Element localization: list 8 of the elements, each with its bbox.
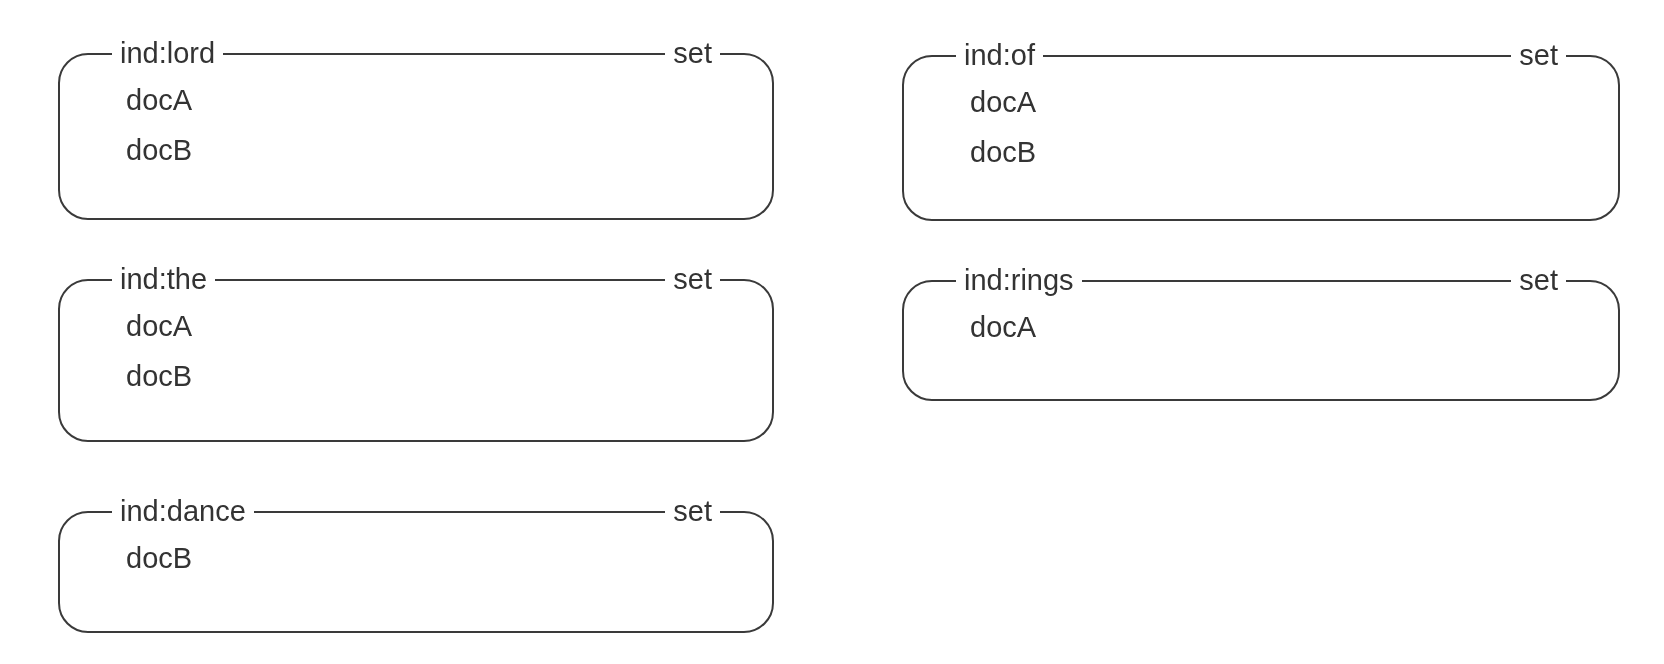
- document-id: docA: [970, 85, 1037, 119]
- document-id: docB: [126, 133, 193, 167]
- document-id: docB: [126, 541, 193, 575]
- document-id: docB: [970, 135, 1037, 169]
- document-id: docA: [126, 83, 193, 117]
- document-id: docB: [126, 359, 193, 393]
- document-id: docA: [970, 310, 1037, 344]
- document-id: docA: [126, 309, 193, 343]
